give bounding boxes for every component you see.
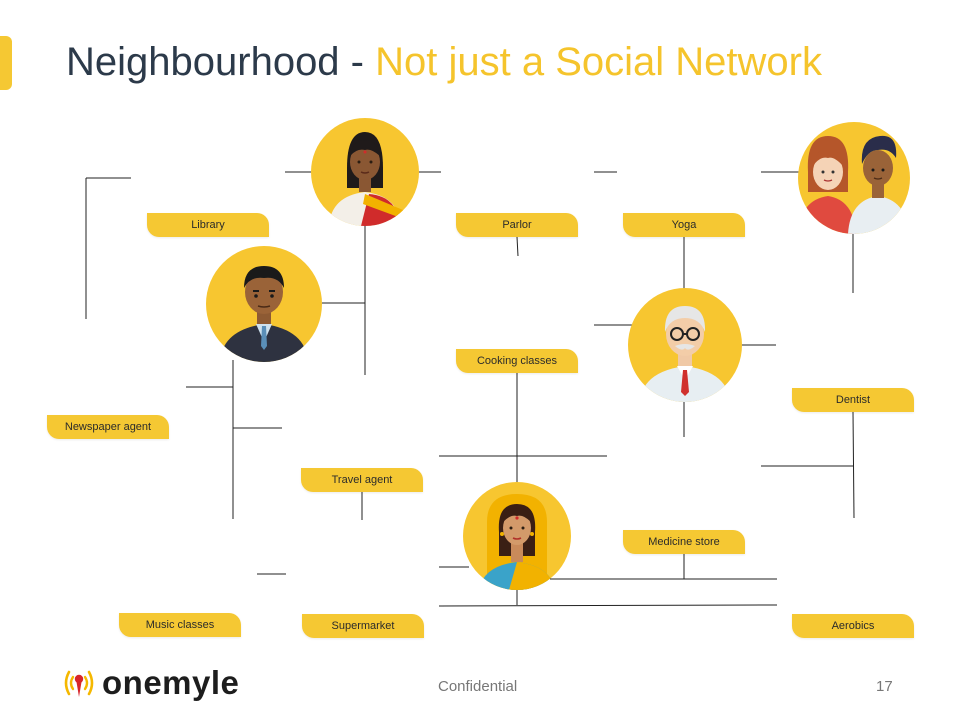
title-highlight: Not just a Social Network bbox=[375, 40, 822, 84]
confidential-label: Confidential bbox=[438, 678, 518, 695]
slide-title: Neighbourhood - Not just a Social Networ… bbox=[66, 40, 822, 85]
tag-parlor: Parlor bbox=[456, 213, 578, 237]
tag-supermarket: Supermarket bbox=[302, 614, 424, 638]
couple-avatar-icon bbox=[798, 122, 910, 234]
page-number: 17 bbox=[876, 678, 893, 695]
tag-aerobics-label: Aerobics bbox=[831, 620, 875, 632]
tag-library: Library bbox=[147, 213, 269, 237]
tag-newspaper-agent-label: Newspaper agent bbox=[64, 421, 152, 433]
tag-cooking-classes-label: Cooking classes bbox=[476, 355, 558, 367]
tag-yoga-label: Yoga bbox=[671, 219, 697, 231]
tag-music-classes-label: Music classes bbox=[145, 619, 215, 631]
tag-travel-agent: Travel agent bbox=[301, 468, 423, 492]
tag-dentist-label: Dentist bbox=[835, 394, 871, 406]
tag-parlor-label: Parlor bbox=[502, 219, 532, 231]
tag-aerobics: Aerobics bbox=[792, 614, 914, 638]
tag-newspaper-agent: Newspaper agent bbox=[47, 415, 169, 439]
tag-medicine-store-label: Medicine store bbox=[648, 536, 720, 548]
tag-music-classes: Music classes bbox=[119, 613, 241, 637]
title-accent-bar bbox=[0, 36, 12, 90]
tag-travel-agent-label: Travel agent bbox=[331, 474, 393, 486]
tag-yoga: Yoga bbox=[623, 213, 745, 237]
tag-cooking-classes: Cooking classes bbox=[456, 349, 578, 373]
tag-supermarket-label: Supermarket bbox=[331, 620, 395, 632]
onemyle-logo: onemyle bbox=[62, 664, 239, 702]
businessman-avatar-icon bbox=[206, 246, 322, 362]
tag-dentist: Dentist bbox=[792, 388, 914, 412]
brand-name: onemyle bbox=[102, 664, 240, 701]
tag-library-label: Library bbox=[191, 219, 225, 231]
title-main: Neighbourhood - bbox=[66, 40, 376, 84]
elderly-doctor-avatar-icon bbox=[628, 288, 742, 402]
tag-medicine-store: Medicine store bbox=[623, 530, 745, 554]
signal-pin-icon bbox=[64, 670, 94, 697]
woman-in-yellow-saree-avatar-icon bbox=[463, 482, 571, 590]
woman-in-saree-avatar-icon bbox=[311, 118, 419, 226]
